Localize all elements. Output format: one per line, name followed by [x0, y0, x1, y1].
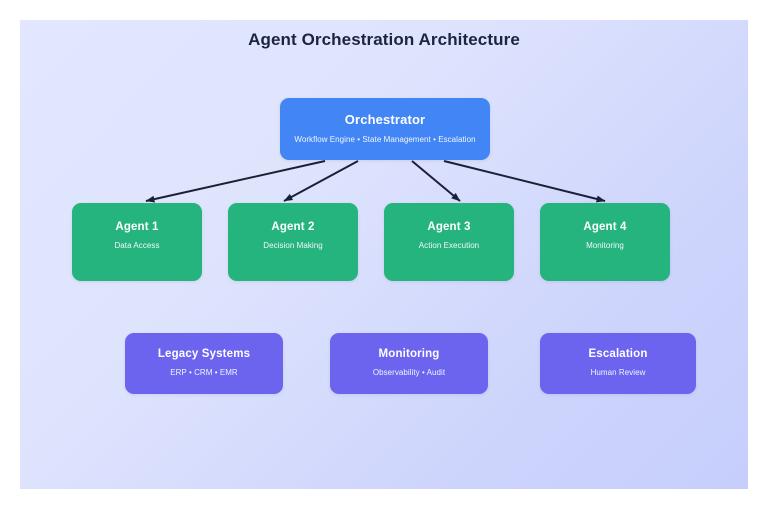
node-monitoring[interactable]: Monitoring Observability • Audit	[330, 333, 488, 394]
node-orchestrator[interactable]: Orchestrator Workflow Engine • State Man…	[280, 98, 490, 160]
node-legacy-systems[interactable]: Legacy Systems ERP • CRM • EMR	[125, 333, 283, 394]
node-agent-3-subtitle: Action Execution	[418, 240, 480, 250]
node-escalation-subtitle: Human Review	[590, 367, 646, 377]
node-legacy-systems-title: Legacy Systems	[157, 348, 251, 360]
node-agent-4-subtitle: Monitoring	[586, 240, 624, 250]
node-agent-3[interactable]: Agent 3 Action Execution	[384, 203, 514, 281]
node-agent-1[interactable]: Agent 1 Data Access	[72, 203, 202, 281]
page-title: Agent Orchestration Architecture	[248, 30, 520, 49]
node-orchestrator-title: Orchestrator	[344, 112, 426, 127]
node-escalation-title: Escalation	[588, 348, 648, 360]
connector-orchestrator-to-agent-4	[443, 160, 606, 203]
node-agent-2[interactable]: Agent 2 Decision Making	[228, 203, 358, 281]
connector-orchestrator-to-agent-3	[411, 160, 461, 202]
diagram-canvas: Agent Orchestration Architecture Orchest…	[20, 20, 748, 489]
connector-orchestrator-to-agent-2	[283, 160, 359, 202]
node-monitoring-subtitle: Observability • Audit	[372, 367, 446, 377]
node-agent-4[interactable]: Agent 4 Monitoring	[540, 203, 670, 281]
node-orchestrator-subtitle: Workflow Engine • State Management • Esc…	[294, 135, 476, 145]
node-legacy-systems-subtitle: ERP • CRM • EMR	[170, 367, 238, 377]
node-agent-4-title: Agent 4	[583, 221, 627, 233]
node-agent-1-subtitle: Data Access	[114, 240, 160, 250]
node-escalation[interactable]: Escalation Human Review	[540, 333, 696, 394]
node-agent-3-title: Agent 3	[427, 221, 471, 233]
node-agent-1-title: Agent 1	[115, 221, 159, 233]
node-monitoring-title: Monitoring	[378, 348, 440, 360]
node-agent-2-title: Agent 2	[271, 221, 315, 233]
connector-orchestrator-to-agent-1	[145, 160, 326, 203]
node-agent-2-subtitle: Decision Making	[263, 240, 323, 250]
